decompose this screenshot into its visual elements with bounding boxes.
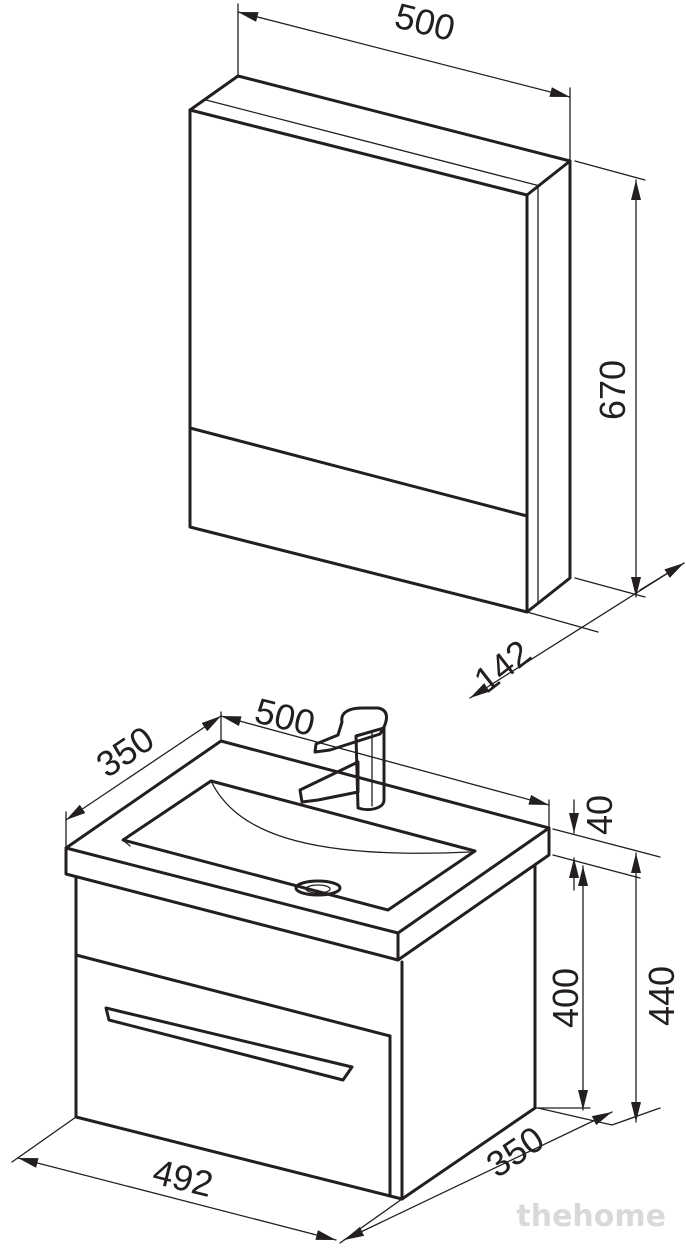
cabinet-height-label: 670 (592, 360, 633, 420)
basin-thickness-label: 40 (579, 795, 620, 835)
cabinet-shelf-line (188, 426, 529, 518)
drawer-top-line (74, 953, 392, 1038)
body-depth-label: 350 (479, 1118, 552, 1186)
total-height-dimension: 440 (611, 852, 682, 1126)
basin-depth-label: 350 (89, 718, 162, 786)
watermark-text: thehome (516, 1199, 666, 1234)
cabinet-height-dimension: 670 (574, 160, 646, 598)
cabinet-front-face (188, 108, 529, 614)
vanity-unit (64, 706, 551, 1201)
body-height-dimension: 400 (537, 865, 613, 1126)
drain-icon (294, 879, 342, 897)
cabinet-top-inner-line (205, 99, 541, 187)
total-height-label: 440 (641, 966, 682, 1026)
basin-width-label: 500 (251, 690, 319, 744)
cabinet-side-face (525, 159, 572, 614)
mirror-cabinet (188, 74, 572, 614)
cabinet-width-label: 500 (391, 0, 459, 49)
cabinet-width-dimension: 500 (237, 0, 571, 162)
cabinet-top-face (188, 74, 572, 197)
cabinet-depth-label: 142 (466, 632, 539, 701)
body-height-label: 400 (545, 968, 586, 1028)
drawer-handle (104, 1006, 354, 1082)
vanity-body (74, 863, 537, 1201)
body-width-dimension: 492 (11, 1116, 403, 1244)
basin-thickness-dimension: 40 (552, 795, 661, 891)
cabinet-depth-dimension: 142 (466, 562, 685, 701)
body-width-label: 492 (149, 1151, 217, 1205)
